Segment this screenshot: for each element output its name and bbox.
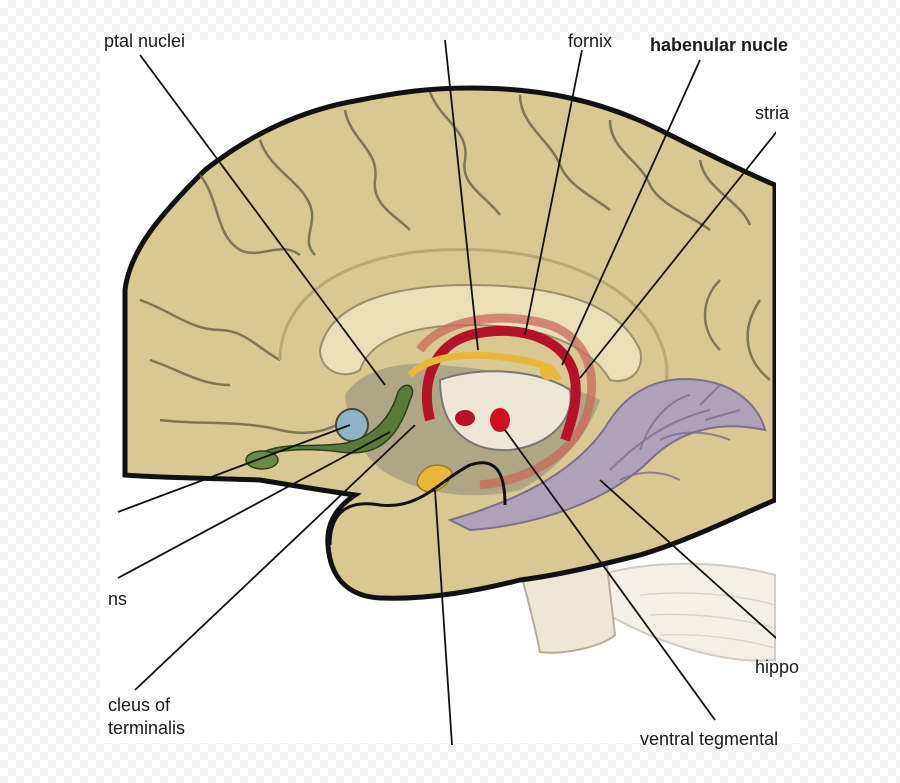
midbrain [328,461,507,546]
vta-nucleus [416,464,453,493]
label-stria: stria [755,103,790,123]
olfactory-tract [249,384,414,463]
stria-terminalis-arc [416,313,596,490]
mammillary-body [490,408,510,432]
label-fornix: fornix [568,31,613,51]
cerebellum [599,562,776,662]
gyri [139,91,771,434]
label-nucleus-of: cleus of [108,695,171,715]
leader-lines [117,39,796,746]
corpus-callosum [318,283,642,382]
cingulate-gyrus [278,247,669,386]
hippocampus-veins [609,384,741,481]
label-septal-nuclei: ptal nuclei [104,31,186,51]
label-terminalis: terminalis [108,718,186,738]
label-ns: ns [108,589,128,609]
label-hippocampus: hippo [755,657,800,677]
label-habenular-nuclei: habenular nucle [650,35,789,55]
label-ventral-tegmental: ventral tegmental [640,729,779,749]
